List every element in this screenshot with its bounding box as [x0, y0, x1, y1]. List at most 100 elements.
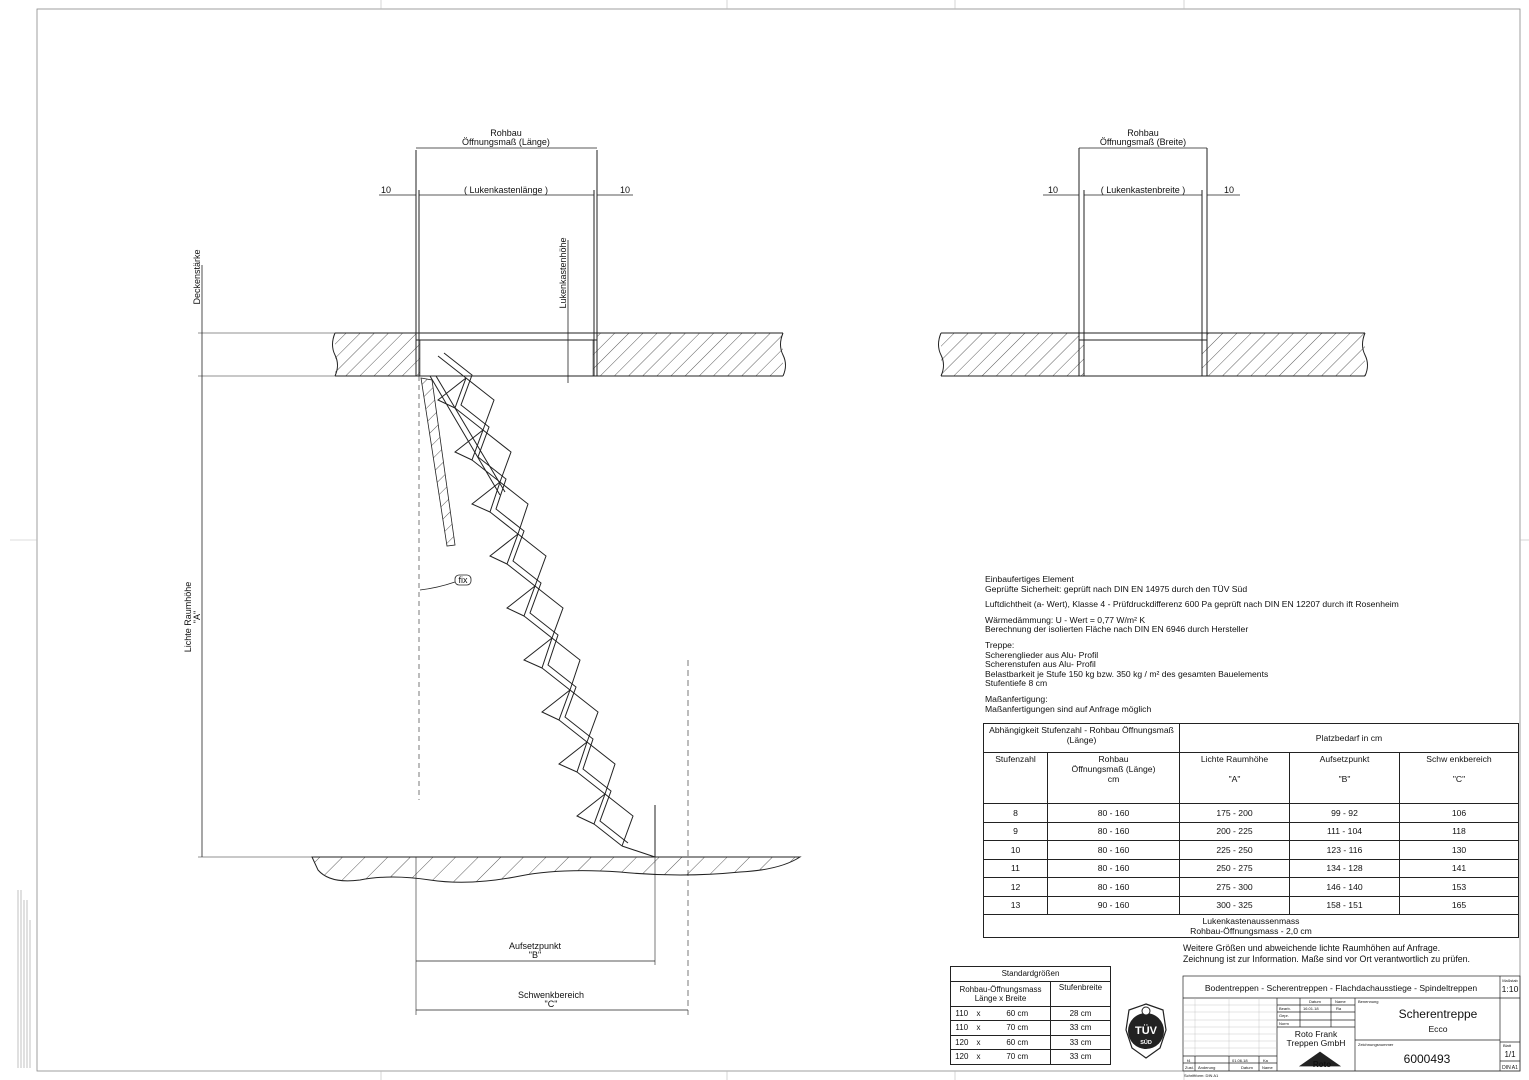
- table-cell: x: [972, 1049, 985, 1065]
- table-cell: 165: [1399, 895, 1519, 915]
- table-cell: 250 - 275: [1179, 858, 1290, 878]
- table-cell: 200 - 225: [1179, 821, 1290, 841]
- col-benennung: Benennung: [1358, 999, 1378, 1004]
- table-cell: 33 cm: [1050, 1020, 1111, 1036]
- table-cell: x: [972, 1020, 985, 1036]
- left-section-drawing: [198, 147, 802, 1015]
- product-name: Scherentreppe: [1399, 1007, 1478, 1021]
- company-line2: Treppen GmbH: [1287, 1038, 1346, 1048]
- sheet-value: 1/1: [1504, 1050, 1516, 1059]
- product-variant: Ecco: [1428, 1024, 1447, 1034]
- footer-line: Rohbau-Öffnungsmass - 2,0 cm: [1190, 926, 1312, 936]
- table-cell: 13: [983, 895, 1048, 915]
- legal-note-strip: [17, 890, 31, 1068]
- further-line: Zeichnung ist zur Information. Maße sind…: [1183, 954, 1470, 964]
- col-unit: "B": [1338, 774, 1351, 784]
- dim-10-left-right: 10: [1048, 185, 1058, 195]
- table-cell: 106: [1399, 803, 1519, 823]
- std-title: Standardgrößen: [950, 966, 1111, 982]
- swing-area-label: Schwenkbereich: [518, 990, 584, 1000]
- landing-point-label: Aufsetzpunkt: [509, 941, 562, 951]
- col-landing: Aufsetzpunkt"B": [1289, 752, 1400, 804]
- bearb-date: 16.01.18: [1303, 1006, 1319, 1011]
- table-cell: 153: [1399, 877, 1519, 897]
- note-block-2: Luftdichtheit (a- Wert), Klasse 4 - Prüf…: [985, 599, 1399, 610]
- header-space-requirement: Platzbedarf in cm: [1179, 723, 1519, 753]
- footer-line: Lukenkastenaussenmass: [1202, 916, 1300, 926]
- table-cell: 110: [950, 1020, 973, 1036]
- col-label: Schw enkbereich: [1426, 754, 1492, 764]
- table-cell: 120: [950, 1034, 973, 1050]
- table-cell: 28 cm: [1050, 1005, 1111, 1021]
- dim-10-right: 10: [620, 185, 630, 195]
- note-line: Stufentiefe 8 cm: [985, 678, 1048, 689]
- col-label: Lichte Raumhöhe: [1200, 754, 1269, 764]
- opening-width-label: Öffnungsmaß (Breite): [1100, 137, 1186, 147]
- col-label: Stufenzahl: [995, 754, 1036, 764]
- rev-datum: Datum: [1241, 1065, 1253, 1070]
- rev-index: f4: [1187, 1058, 1191, 1063]
- col-unit: "A": [1228, 774, 1241, 784]
- scale-value: 1:10: [1502, 984, 1519, 994]
- further-info: Weitere Größen und abweichende lichte Ra…: [1183, 943, 1470, 965]
- col-unit: cm: [1107, 774, 1120, 784]
- table-cell: 118: [1399, 821, 1519, 841]
- right-section-drawing: [938, 147, 1368, 377]
- col-steps: Stufenzahl: [983, 752, 1048, 804]
- table-cell: 80 - 160: [1047, 840, 1180, 860]
- roto-logo-text: Roto: [1313, 1060, 1331, 1069]
- product-range: Bodentreppen - Scherentreppen - Flachdac…: [1205, 983, 1478, 993]
- further-line: Weitere Größen und abweichende lichte Ra…: [1183, 943, 1441, 953]
- table-cell: x: [972, 1034, 985, 1050]
- table-cell: 12: [983, 877, 1048, 897]
- scissor-stair: [429, 352, 656, 858]
- room-height-code: "A": [192, 611, 202, 623]
- opening-length-label: Öffnungsmaß (Länge): [462, 137, 550, 147]
- std-col-line: Rohbau-Öffnungsmass: [959, 984, 1042, 994]
- note-line: Geprüfte Sicherheit: geprüft nach DIN EN…: [985, 583, 1248, 594]
- table-cell: 10: [983, 840, 1048, 860]
- table-cell: 80 - 160: [1047, 803, 1180, 823]
- note-line: Scherenstufen aus Alu- Profil: [985, 659, 1096, 670]
- table-cell: 275 - 300: [1179, 877, 1290, 897]
- drawing-no-label: Zeichnungsnummer: [1358, 1042, 1394, 1047]
- table-cell: 141: [1399, 858, 1519, 878]
- note-line: Einbaufertiges Element: [985, 574, 1074, 584]
- table-cell: 80 - 160: [1047, 858, 1180, 878]
- hatch-height-label: Lukenkastenhöhe: [558, 237, 568, 308]
- fix-label: fix: [459, 575, 469, 585]
- table-cell: 130: [1399, 840, 1519, 860]
- note-line: Scherenglieder aus Alu- Profil: [985, 649, 1099, 660]
- table-cell: 300 - 325: [1179, 895, 1290, 915]
- table-cell: 60 cm: [984, 1034, 1051, 1050]
- std-title-row: Standardgrößen: [950, 966, 1111, 982]
- dim-10-right-right: 10: [1224, 185, 1234, 195]
- landing-point-code: "B": [529, 950, 541, 960]
- table-cell: 11: [983, 858, 1048, 878]
- col-unit: "C": [1452, 774, 1466, 784]
- note-line: Treppe:: [985, 639, 1015, 650]
- note-block-5: Maßanfertigung:Maßanfertigungen sind auf…: [985, 694, 1399, 714]
- bearb-name: Ra: [1336, 1006, 1342, 1011]
- table-cell: 110: [950, 1005, 973, 1021]
- table-cell: 158 - 151: [1289, 895, 1400, 915]
- hatch-length-label: ( Lukenkastenlänge ): [464, 185, 548, 195]
- col-swing: Schw enkbereich "C": [1399, 752, 1519, 804]
- table-cell: 146 - 140: [1289, 877, 1400, 897]
- table-cell: 175 - 200: [1179, 803, 1290, 823]
- rev-nname: Name: [1262, 1065, 1273, 1070]
- table-cell: 80 - 160: [1047, 821, 1180, 841]
